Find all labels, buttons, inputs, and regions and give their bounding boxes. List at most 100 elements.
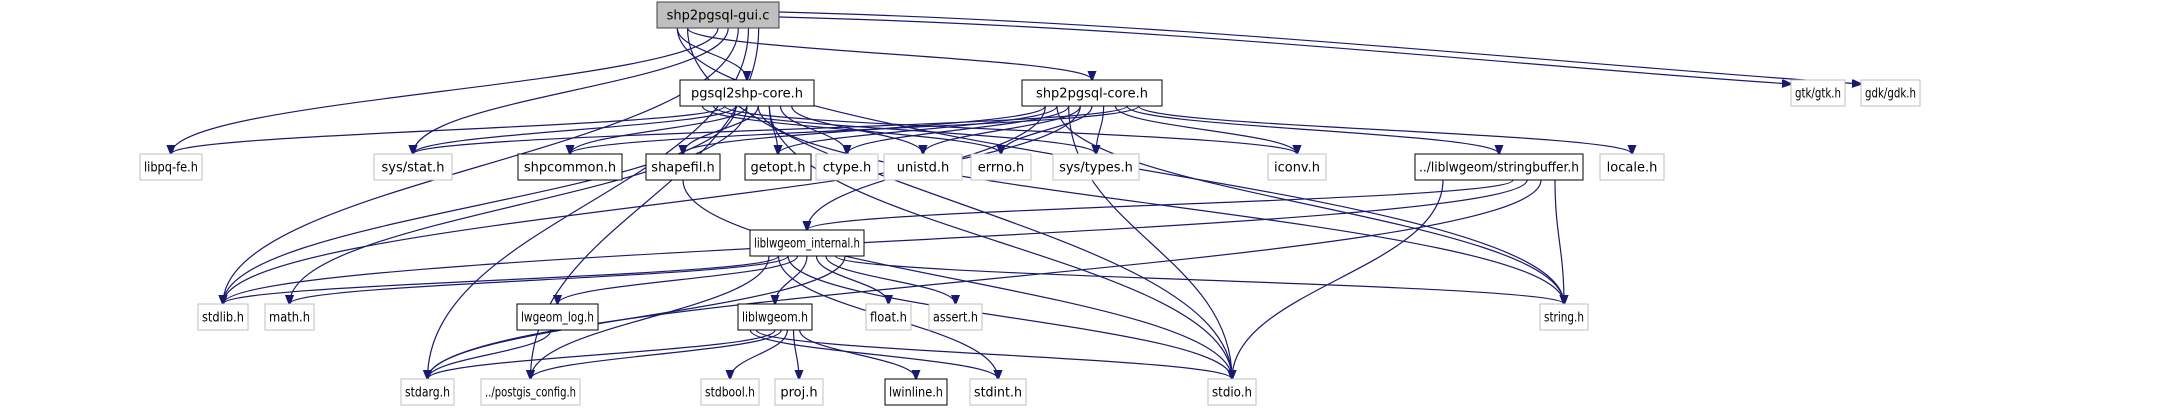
edge-pgsql2shp-to-iconv xyxy=(724,105,1297,154)
node-gdk: gdk/gdk.h xyxy=(1860,79,1921,107)
node-gdk-box xyxy=(1860,79,1921,107)
node-pgsql2shp[interactable]: pgsql2shp-core.h xyxy=(679,79,815,107)
edge-stringbuffer-to-stdarg xyxy=(428,179,1542,379)
node-libpq: libpq-fe.h xyxy=(139,153,203,181)
node-stdbool: stdbool.h xyxy=(700,378,760,406)
node-unistd-box xyxy=(883,153,963,181)
edge-lwgeomlog-to-stdarg xyxy=(428,329,552,379)
node-proj-label: proj.h xyxy=(780,386,817,401)
node-ctype-label: ctype.h xyxy=(823,161,872,176)
edge-stringbuffer-to-stdlib xyxy=(223,179,1528,304)
node-assert: assert.h xyxy=(928,303,983,331)
node-shpcommon[interactable]: shpcommon.h xyxy=(517,153,623,181)
edge-gui-to-sysstat xyxy=(413,27,729,154)
node-stdio: stdio.h xyxy=(1207,378,1257,406)
edge-internal-to-math xyxy=(290,255,789,304)
node-shpcommon-box xyxy=(517,153,623,181)
node-stdarg: stdarg.h xyxy=(400,378,455,406)
edge-gui-to-gtk xyxy=(778,16,1791,84)
node-getopt-label: getopt.h xyxy=(750,161,805,176)
node-stringbuffer-label: ../liblwgeom/stringbuffer.h xyxy=(1419,161,1579,176)
node-pgsql2shp-box xyxy=(679,79,815,107)
edge-internal-to-assert xyxy=(825,255,956,304)
node-gtk: gtk/gtk.h xyxy=(1790,79,1846,107)
edge-shp2pgsql-to-iconv xyxy=(1114,105,1297,154)
node-errno-label: errno.h xyxy=(978,161,1025,176)
node-stdbool-label: stdbool.h xyxy=(705,386,755,401)
node-gtk-box xyxy=(1790,79,1846,107)
node-stdio-box xyxy=(1207,378,1257,406)
edge-pgsql2shp-to-stdlib xyxy=(223,105,737,304)
node-liblwgeom[interactable]: liblwgeom.h xyxy=(737,303,813,331)
nodes-layer: shp2pgsql-gui.c pgsql2shp-core.h shp2pgsql… xyxy=(139,1,1921,406)
edge-liblwgeom-to-stdint xyxy=(749,329,998,379)
node-internal-label: liblwgeom_internal.h xyxy=(754,237,860,252)
edge-internal-to-liblwgeom xyxy=(775,255,808,304)
node-internal-box xyxy=(749,229,865,257)
node-shp2pgsql[interactable]: shp2pgsql-core.h xyxy=(1021,79,1163,107)
node-shpcommon-label: shpcommon.h xyxy=(524,161,616,176)
node-gdk-label: gdk/gdk.h xyxy=(1865,87,1916,102)
edge-shp2pgsql-to-shapefil xyxy=(683,105,1046,154)
node-getopt-box xyxy=(744,153,812,181)
node-liblwgeom-box xyxy=(737,303,813,331)
node-libpq-label: libpq-fe.h xyxy=(144,161,198,176)
node-gtk-label: gtk/gtk.h xyxy=(1795,87,1841,102)
node-shapefil-box xyxy=(645,153,721,181)
node-errno-box xyxy=(970,153,1032,181)
node-math: math.h xyxy=(264,303,315,331)
node-postgisconfig-label: ../postgis_config.h xyxy=(485,386,576,401)
edge-pgsql2shp-to-systypes xyxy=(712,105,1097,154)
edge-shp2pgsql-to-systypes xyxy=(1096,105,1105,154)
node-locale: locale.h xyxy=(1599,153,1665,181)
node-gui[interactable]: shp2pgsql-gui.c xyxy=(656,1,780,29)
node-stringbuffer[interactable]: ../liblwgeom/stringbuffer.h xyxy=(1414,153,1584,181)
edge-internal-to-stdarg xyxy=(428,255,846,379)
edge-shp2pgsql-to-shpcommon xyxy=(570,105,1140,154)
node-unistd: unistd.h xyxy=(883,153,963,181)
edge-internal-to-float xyxy=(815,255,889,304)
edge-liblwgeom-to-stdarg xyxy=(428,329,776,379)
node-getopt[interactable]: getopt.h xyxy=(744,153,812,181)
edge-pgsql2shp-to-shpcommon xyxy=(570,105,748,154)
node-stdlib-label: stdlib.h xyxy=(202,311,244,326)
edge-pgsql2shp-to-libpq xyxy=(171,105,726,154)
edge-pgsql2shp-to-sysstat xyxy=(413,105,737,154)
node-iconv-box xyxy=(1267,153,1327,181)
node-lwgeomlog[interactable]: lwgeom_log.h xyxy=(516,303,599,331)
node-systypes: sys/types.h xyxy=(1052,153,1140,181)
node-internal[interactable]: liblwgeom_internal.h xyxy=(749,229,865,257)
edge-gui-to-pgsql2shp xyxy=(676,27,747,80)
edge-liblwgeom-to-proj xyxy=(792,329,800,379)
node-lwinline-label: lwinline.h xyxy=(889,386,943,401)
node-sysstat-label: sys/stat.h xyxy=(382,161,445,176)
edge-pgsql2shp-to-stdio xyxy=(768,105,1232,379)
node-float-label: float.h xyxy=(870,311,907,326)
node-pgsql2shp-label: pgsql2shp-core.h xyxy=(691,87,803,102)
node-float-box xyxy=(865,303,912,331)
node-lwinline[interactable]: lwinline.h xyxy=(884,378,948,406)
node-stdint-label: stdint.h xyxy=(974,386,1022,401)
edge-shp2pgsql-to-stdio xyxy=(1068,105,1232,379)
edge-gui-to-gdk xyxy=(778,11,1861,84)
node-stdint: stdint.h xyxy=(969,378,1027,406)
node-stdbool-box xyxy=(700,378,760,406)
edge-shp2pgsql-to-stringbuffer xyxy=(1126,105,1499,154)
node-stdarg-box xyxy=(400,378,455,406)
node-lwgeomlog-label: lwgeom_log.h xyxy=(521,311,594,326)
node-ctype: ctype.h xyxy=(815,153,879,181)
edge-liblwgeom-to-postgisconfig xyxy=(531,329,782,379)
node-shapefil[interactable]: shapefil.h xyxy=(645,153,721,181)
node-ctype-box xyxy=(815,153,879,181)
edges-layer xyxy=(171,11,1861,379)
node-iconv-label: iconv.h xyxy=(1274,161,1320,176)
edge-gui-to-shp2pgsql xyxy=(686,27,1093,80)
node-assert-box xyxy=(928,303,983,331)
node-locale-label: locale.h xyxy=(1607,161,1658,176)
node-libpq-box xyxy=(139,153,203,181)
node-locale-box xyxy=(1599,153,1665,181)
node-stdarg-label: stdarg.h xyxy=(405,386,450,401)
node-lwinline-box xyxy=(884,378,948,406)
node-liblwgeom-label: liblwgeom.h xyxy=(742,311,808,326)
